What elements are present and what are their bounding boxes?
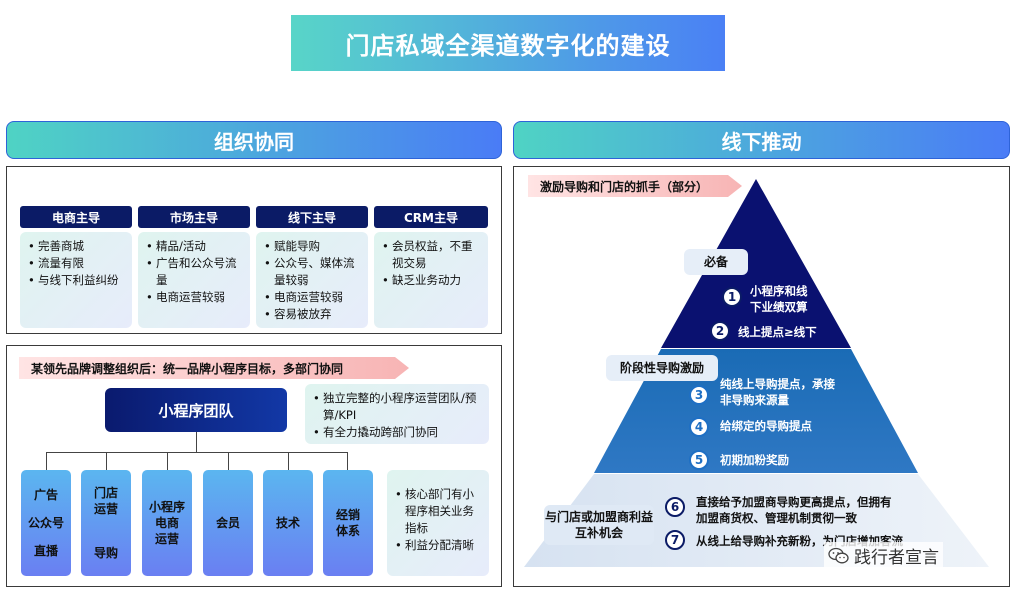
list-item: 公众号、媒体流量较弱	[264, 255, 360, 289]
list-item: 利益分配清晰	[395, 537, 481, 554]
step-number: 1	[722, 287, 742, 307]
dept-label: 门店	[93, 486, 118, 500]
dept-label: 公众号	[27, 516, 64, 530]
list-item: 与线下利益纠纷	[28, 272, 124, 289]
list-item: 广告和公众号流量	[146, 255, 242, 289]
dept-notes: 核心部门有小程序相关业务指标 利益分配清晰	[387, 470, 489, 576]
pyramid-tier-top	[661, 179, 851, 348]
team-notes: 独立完整的小程序运营团队/预算/KPI 有全力撬动跨部门协同	[305, 384, 489, 444]
watermark-text: 践行者宣言	[854, 548, 939, 568]
dept-box: 广告 公众号 直播	[21, 470, 71, 576]
column-title: 市场主导	[138, 206, 250, 228]
list-item: 电商运营较弱	[264, 289, 360, 306]
dept-box: 会员	[203, 470, 253, 576]
list-item: 容易被放弃	[264, 306, 360, 323]
step-text: 小程序和线 下业绩双算	[750, 284, 808, 314]
connector-line	[167, 452, 168, 470]
step-number: 3	[689, 385, 709, 405]
list-item: 流量有限	[28, 255, 124, 272]
dept-label: 运营	[154, 532, 179, 546]
connector-line	[106, 452, 107, 470]
dept-label: 直播	[33, 544, 58, 558]
wechat-icon	[828, 547, 849, 563]
step-number: 2	[710, 321, 730, 341]
dept-box: 技术	[263, 470, 313, 576]
tier-label: 阶段性导购激励	[606, 355, 718, 381]
column-title: 线下主导	[256, 206, 368, 228]
step-text: 给绑定的导购提点	[720, 419, 812, 433]
step-number: 5	[689, 450, 709, 470]
dept-label: 运营	[93, 502, 118, 516]
dept-box: 经销 体系	[323, 470, 373, 576]
tier-label: 必备	[684, 249, 748, 275]
list-item: 电商运营较弱	[146, 289, 242, 306]
column-body: 完善商城 流量有限 与线下利益纠纷	[20, 232, 132, 328]
offline-push-header: 线下推动	[513, 121, 1010, 159]
step-text: 线上提点≥线下	[738, 325, 817, 339]
pyramid-graphic	[524, 179, 989, 567]
step-text: 初期加粉奖励	[720, 453, 789, 467]
step-number: 4	[689, 417, 709, 437]
org-collab-header: 组织协同	[6, 121, 502, 159]
dept-box: 门店 运营 导购	[81, 470, 131, 576]
page-title: 门店私域全渠道数字化的建设	[291, 15, 725, 71]
dept-label: 广告	[33, 488, 58, 502]
list-item: 核心部门有小程序相关业务指标	[395, 486, 481, 537]
connector-line	[46, 452, 47, 470]
list-item: 完善商城	[28, 238, 124, 255]
connector-line	[46, 452, 347, 453]
tier-label: 与门店或加盟商利益互补机会	[544, 505, 654, 545]
column-body: 会员权益，不重视交易 缺乏业务动力	[374, 232, 488, 328]
column-body: 精品/活动 广告和公众号流量 电商运营较弱	[138, 232, 250, 328]
list-item: 有全力撬动跨部门协同	[313, 424, 481, 441]
dept-label: 小程序	[148, 500, 185, 514]
dept-label: 导购	[93, 546, 118, 560]
team-box: 小程序团队	[105, 388, 287, 432]
step-number: 7	[665, 530, 685, 550]
connector-line	[228, 452, 229, 470]
org-banner: 某领先品牌调整组织后：统一品牌小程序目标，多部门协同	[19, 357, 409, 379]
dept-label: 经销	[335, 508, 360, 522]
watermark: 践行者宣言	[824, 542, 943, 569]
dept-label: 技术	[275, 516, 300, 530]
connector-line	[196, 432, 197, 452]
step-text: 直接给予加盟商导购更高提点，但拥有 加盟商货权、管理机制贯彻一致	[696, 495, 892, 525]
offline-push-panel: 激励导购和门店的抓手（部分） 必备 1 小程序和线 下业绩双算 2 线上提点≥线…	[513, 166, 1010, 587]
list-item: 独立完整的小程序运营团队/预算/KPI	[313, 390, 481, 424]
connector-line	[347, 452, 348, 470]
org-structure-panel: 某领先品牌调整组织后：统一品牌小程序目标，多部门协同 小程序团队 独立完整的小程…	[6, 345, 502, 587]
step-number: 6	[665, 497, 685, 517]
list-item: 缺乏业务动力	[382, 272, 480, 289]
dept-label: 会员	[215, 516, 240, 530]
list-item: 会员权益，不重视交易	[382, 238, 480, 272]
dept-box: 小程序 电商 运营	[142, 470, 192, 576]
step-text: 纯线上导购提点，承接 非导购来源量	[720, 377, 835, 407]
column-body: 赋能导购 公众号、媒体流量较弱 电商运营较弱 容易被放弃	[256, 232, 368, 328]
org-models-panel: 电商主导 完善商城 流量有限 与线下利益纠纷 市场主导 精品/活动 广告和公众号…	[6, 166, 502, 334]
list-item: 赋能导购	[264, 238, 360, 255]
column-title: 电商主导	[20, 206, 132, 228]
dept-label: 电商	[154, 516, 179, 530]
column-title: CRM主导	[374, 206, 488, 228]
incentive-banner: 激励导购和门店的抓手（部分）	[528, 175, 742, 197]
dept-label: 体系	[335, 524, 360, 538]
list-item: 精品/活动	[146, 238, 242, 255]
connector-line	[288, 452, 289, 470]
